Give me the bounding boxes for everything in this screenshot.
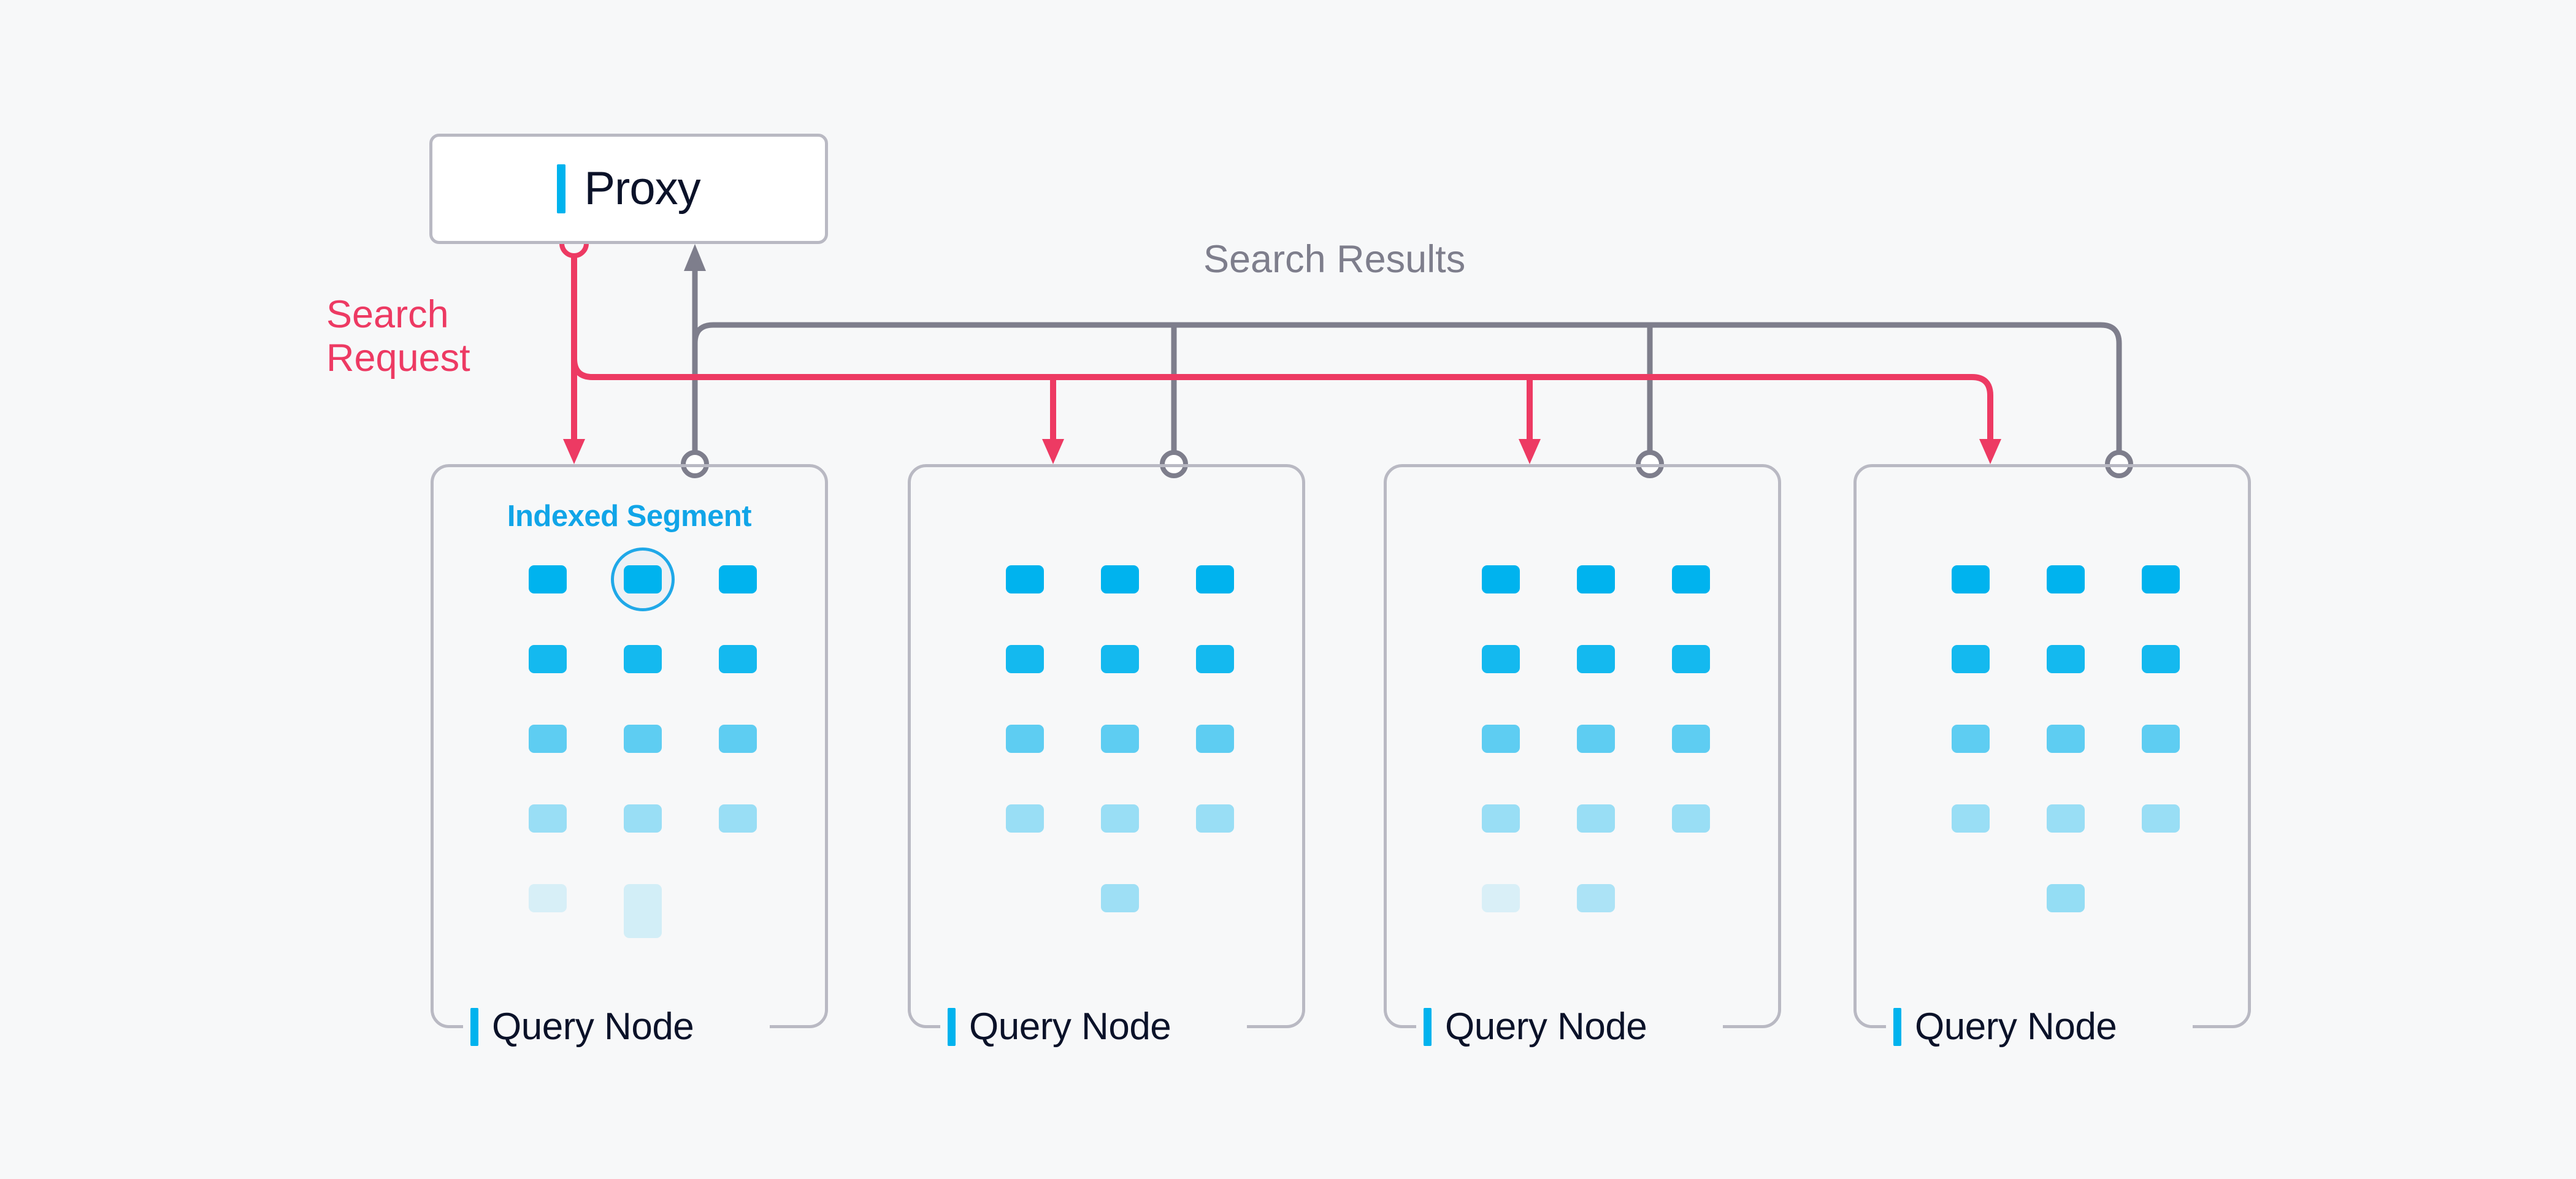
segment-cell [1672,725,1710,753]
proxy-accent-bar-icon [557,164,566,213]
segment-cell-grid [1857,565,2248,933]
segment-cell [1196,804,1234,833]
segment-cell [1672,645,1710,673]
segment-cell [1482,804,1520,833]
request-arrowheads [563,439,2001,464]
segment-cell [1577,884,1615,912]
label-border-gap [463,1020,770,1029]
proxy-title: Proxy [584,162,700,215]
query-node-label: Query Node [1893,999,2117,1055]
segment-cell [719,804,757,833]
segment-cell [1577,565,1615,593]
segment-cell [2047,645,2085,673]
search-request-edges [571,258,1993,440]
query-node-label: Query Node [470,999,694,1055]
segment-cell [1196,565,1234,593]
query-node-name: Query Node [1445,1005,1647,1048]
query-node-label: Query Node [948,999,1171,1055]
segment-cell [1196,645,1234,673]
segment-cell [624,804,662,833]
segment-cell [1482,884,1520,912]
segment-cell [624,565,662,593]
search-results-label: Search Results [1203,238,1466,281]
segment-cell [1952,804,1990,833]
segment-cell [1101,565,1139,593]
segment-cell [1577,725,1615,753]
query-node-name: Query Node [1915,1005,2117,1048]
segment-cell [1952,565,1990,593]
results-arrowhead-proxy [684,244,706,343]
label-border-gap [940,1020,1247,1029]
segment-cell [1196,725,1234,753]
node-accent-bar-icon [1424,1008,1432,1046]
query-node-label: Query Node [1424,999,1647,1055]
segment-cell [624,645,662,673]
segment-cell [1101,804,1139,833]
segment-cell [1952,725,1990,753]
segment-cell [1006,804,1044,833]
segment-cell [2142,725,2180,753]
segment-cell-grid [434,548,825,938]
segment-cell [2047,804,2085,833]
segment-cell [1482,565,1520,593]
segment-cell [1006,565,1044,593]
query-node-card[interactable]: Query Node [1853,464,2251,1046]
segment-cell [719,565,757,593]
segment-cell [2142,565,2180,593]
segment-cell [1101,645,1139,673]
segment-cell [1006,645,1044,673]
segment-cell [624,725,662,753]
search-results-edges [692,258,2122,464]
segment-cell [529,884,567,912]
segment-cell [1577,804,1615,833]
segment-cell-grid [911,565,1302,933]
label-border-gap [1416,1020,1723,1029]
indexed-segment-title: Indexed Segment [507,500,752,533]
query-node-card[interactable]: Query Node [1384,464,1781,1046]
segment-cell [1672,804,1710,833]
segment-cell [719,725,757,753]
label-border-gap [1886,1020,2193,1029]
search-request-label: Search Request [326,293,470,380]
segment-cell [529,565,567,593]
segment-cell [2047,725,2085,753]
segment-cell [2047,884,2085,912]
segment-cell [1482,645,1520,673]
query-node-name: Query Node [492,1005,694,1048]
node-accent-bar-icon [470,1008,478,1046]
segment-cell [624,884,662,938]
segment-cell [1577,645,1615,673]
proxy-node[interactable]: Proxy [429,134,828,244]
segment-cell [1101,725,1139,753]
segment-cell [719,645,757,673]
node-accent-bar-icon [948,1008,956,1046]
segment-cell [529,804,567,833]
segment-cell [1482,725,1520,753]
node-accent-bar-icon [1893,1008,1901,1046]
query-node-name: Query Node [969,1005,1171,1048]
segment-cell [2047,565,2085,593]
segment-cell [1101,884,1139,912]
segment-cell [1006,725,1044,753]
segment-cell [2142,645,2180,673]
segment-cell [529,725,567,753]
query-node-card[interactable]: Query Node [908,464,1305,1046]
segment-cell [529,645,567,673]
segment-cell [2142,804,2180,833]
segment-cell-grid [1387,565,1778,933]
segment-cell [1672,565,1710,593]
segment-cell [1952,645,1990,673]
